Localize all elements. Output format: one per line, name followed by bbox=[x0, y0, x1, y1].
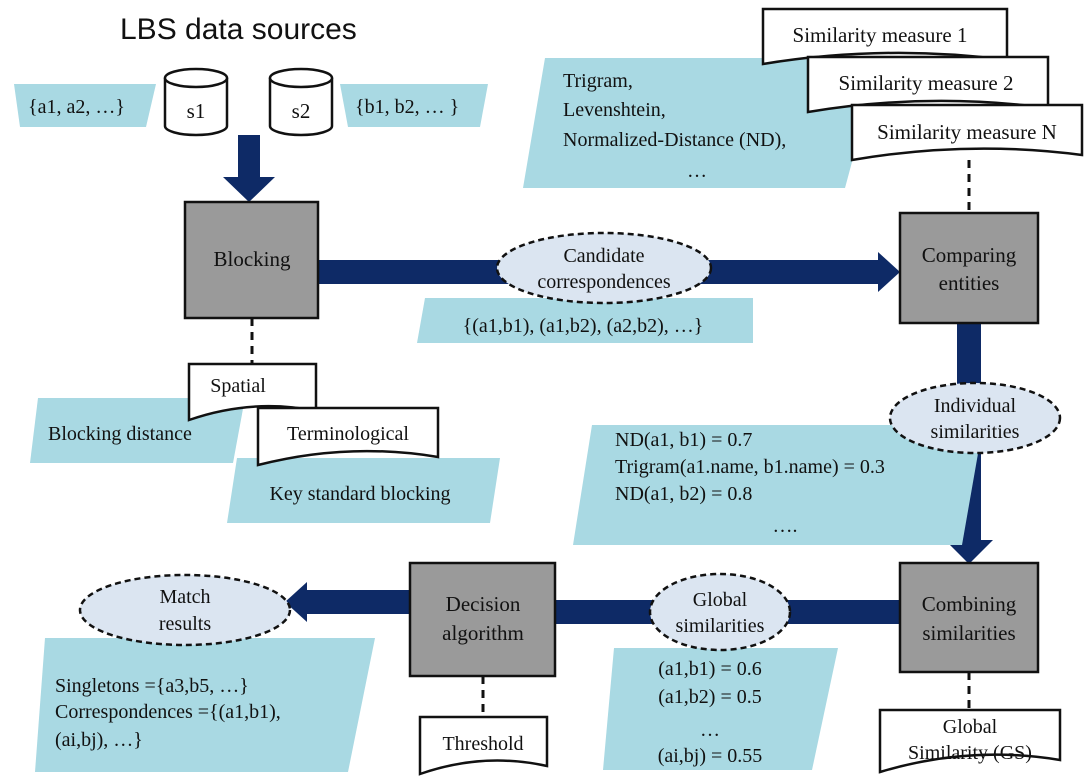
match-example-2: Correspondences ={(a1,b1), bbox=[55, 701, 281, 723]
measure-name-2: Levenshtein, bbox=[563, 99, 666, 121]
terminological-doc: Terminological bbox=[256, 406, 440, 467]
global-similarities-ellipse: Global similarities bbox=[648, 572, 792, 652]
individual-label-line1: Individual bbox=[934, 395, 1017, 417]
similarity-measure-n-label: Similarity measure N bbox=[877, 120, 1057, 144]
similarity-measure-n-doc: Similarity measure N bbox=[850, 103, 1084, 162]
similarity-measure-2-label: Similarity measure 2 bbox=[839, 71, 1014, 95]
process-blocking-label: Blocking bbox=[214, 247, 291, 271]
process-decision-line2: algorithm bbox=[442, 621, 524, 645]
key-standard-blocking-text: Key standard blocking bbox=[269, 483, 450, 505]
source-s2-cylinder: s2 bbox=[268, 67, 334, 137]
source-s2-label: s2 bbox=[292, 99, 311, 123]
measure-name-3: Normalized-Distance (ND), bbox=[563, 129, 786, 151]
global-example-4: (ai,bj) = 0.55 bbox=[658, 745, 763, 767]
spatial-doc: Spatial bbox=[187, 362, 318, 422]
match-label-line1: Match bbox=[159, 586, 210, 608]
arrow-sources-to-blocking bbox=[223, 135, 275, 202]
candidate-example-text: {(a1,b1), (a1,b2), (a2,b2), …} bbox=[463, 315, 704, 337]
individual-example-2: Trigram(a1.name, b1.name) = 0.3 bbox=[615, 456, 885, 478]
spatial-label: Spatial bbox=[210, 375, 266, 397]
individual-label-line2: similarities bbox=[931, 421, 1020, 443]
candidate-label-line2: correspondences bbox=[537, 271, 670, 293]
global-label-line1: Global bbox=[693, 589, 748, 611]
process-combining: Combining similarities bbox=[898, 561, 1040, 674]
match-label-line2: results bbox=[159, 613, 211, 635]
candidate-example-box: {(a1,b1), (a1,b2), (a2,b2), …} bbox=[417, 298, 753, 343]
individual-example-box: ND(a1, b1) = 0.7 Trigram(a1.name, b1.nam… bbox=[573, 425, 983, 545]
candidate-label-line1: Candidate bbox=[563, 245, 644, 267]
candidate-correspondences-ellipse: Candidate correspondences bbox=[495, 231, 713, 305]
threshold-label: Threshold bbox=[442, 733, 523, 755]
gs-label-line2: Similarity (GS) bbox=[908, 742, 1032, 764]
similarity-measure-2-doc: Similarity measure 2 bbox=[806, 55, 1050, 114]
process-decision: Decision algorithm bbox=[408, 561, 557, 678]
source-s1-items: {a1, a2, …} bbox=[14, 84, 156, 127]
individual-example-1: ND(a1, b1) = 0.7 bbox=[615, 429, 752, 451]
process-comparing: Comparing entities bbox=[898, 211, 1040, 325]
gs-label-line1: Global bbox=[943, 716, 998, 738]
global-example-more: … bbox=[700, 719, 720, 741]
threshold-doc: Threshold bbox=[418, 715, 549, 776]
process-decision-line1: Decision bbox=[446, 592, 521, 616]
blocking-distance-text: Blocking distance bbox=[48, 423, 192, 445]
terminological-label: Terminological bbox=[287, 423, 409, 445]
source-s2-items: {b1, b2, … } bbox=[340, 84, 488, 127]
global-label-line2: similarities bbox=[676, 615, 765, 637]
individual-example-3: ND(a1, b2) = 0.8 bbox=[615, 483, 752, 505]
match-example-box: Singletons ={a3,b5, …} Correspondences =… bbox=[35, 638, 375, 772]
global-example-1: (a1,b1) = 0.6 bbox=[658, 658, 761, 680]
match-results-ellipse: Match results bbox=[78, 573, 292, 647]
key-standard-blocking-box: Key standard blocking bbox=[227, 458, 500, 523]
source-s1-label: s1 bbox=[187, 99, 206, 123]
global-similarity-doc: Global Similarity (GS) bbox=[878, 708, 1062, 774]
source-s1-items-text: {a1, a2, …} bbox=[28, 96, 125, 118]
process-comparing-line2: entities bbox=[939, 271, 1000, 295]
global-example-box: (a1,b1) = 0.6 (a1,b2) = 0.5 … (ai,bj) = … bbox=[603, 648, 838, 770]
measure-name-more: … bbox=[687, 160, 707, 182]
arrow-decision-to-match bbox=[285, 582, 411, 622]
similarity-measure-1-label: Similarity measure 1 bbox=[793, 23, 968, 47]
process-comparing-line1: Comparing bbox=[922, 243, 1017, 267]
source-s2-items-text: {b1, b2, … } bbox=[355, 96, 459, 118]
source-s1-cylinder: s1 bbox=[163, 67, 229, 137]
match-example-3: (ai,bj), …} bbox=[55, 729, 143, 751]
individual-similarities-ellipse: Individual similarities bbox=[888, 381, 1062, 455]
global-example-2: (a1,b2) = 0.5 bbox=[658, 686, 761, 708]
diagram-title: LBS data sources bbox=[120, 13, 357, 46]
match-example-1: Singletons ={a3,b5, …} bbox=[55, 675, 249, 697]
process-combining-line1: Combining bbox=[922, 592, 1017, 616]
measure-name-1: Trigram, bbox=[563, 70, 633, 92]
process-blocking: Blocking bbox=[183, 200, 320, 320]
measure-names-box: Trigram, Levenshtein, Normalized-Distanc… bbox=[523, 58, 880, 188]
individual-example-more: …. bbox=[773, 515, 798, 537]
process-combining-line2: similarities bbox=[922, 621, 1015, 645]
